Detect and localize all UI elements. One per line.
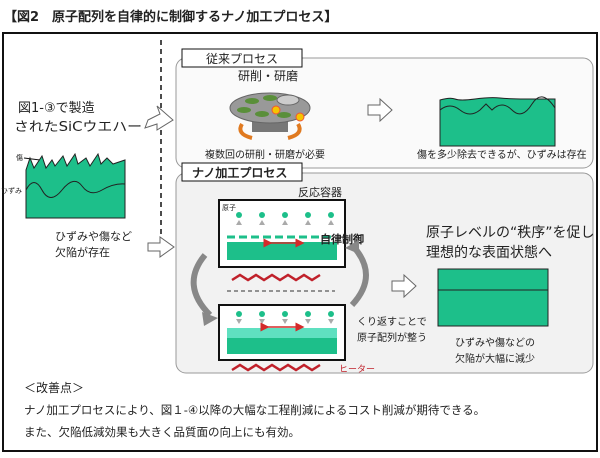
conventional-label-box [181, 48, 303, 68]
substrate-top [227, 242, 337, 260]
improvement-line-2: また、欠陥低減効果も大きく品質面の向上にも有効。 [24, 425, 300, 439]
nano-result-caption-1: ひずみや傷などの [455, 336, 535, 349]
atom-label: 原子 [222, 204, 236, 212]
scratch-pointer [23, 157, 41, 161]
ideal-wafer [437, 268, 549, 327]
improvement-line-1: ナノ加工プロセスにより、図１-④以降の大幅な工程削減によるコスト削減が期待できる… [24, 403, 485, 417]
repeat-caption-2: 原子配列が整う [357, 331, 427, 344]
outer-frame [2, 32, 598, 452]
vessel-label: 反応容器 [298, 185, 342, 199]
strain-line [25, 180, 126, 198]
heater-bottom [231, 363, 321, 372]
conventional-label: 従来プロセス [206, 52, 278, 66]
figure-title: 【図2 原子配列を自律的に制御するナノ加工プロセス】 [4, 9, 337, 25]
repeat-caption-1: くり返すことで [357, 316, 427, 328]
substrate-bottom [227, 338, 337, 354]
label-strain: ひずみ [1, 186, 22, 195]
grinding-machine-icon [229, 92, 311, 140]
control-label: 自律制御 [320, 232, 364, 246]
arrow-icon [144, 105, 174, 131]
arrow-icon [391, 273, 417, 299]
damaged-wafer [25, 152, 126, 219]
arrow-icon [147, 236, 175, 258]
improvements-heading: ＜改善点＞ [24, 380, 84, 395]
ordered-layer [227, 328, 337, 338]
label-scratch: 傷 [16, 153, 23, 162]
atoms-rising [236, 212, 334, 225]
residual-strain-line [439, 96, 556, 115]
wafer-caption-1: 図1-③で製造 [18, 101, 95, 116]
nano-result-caption-2: 欠陥が大幅に減少 [455, 352, 535, 365]
goal-text-2: 理想的な表面状態へ [426, 245, 552, 261]
defect-caption-1: ひずみや傷など [55, 229, 132, 243]
process-caption: 複数回の研削・研磨が必要 [205, 148, 325, 161]
atoms-descending [236, 311, 334, 324]
cycle-arrowhead [202, 312, 218, 326]
heater-top [231, 273, 321, 282]
wafer-caption-2: されたSiCウエハー [14, 120, 142, 135]
conventional-result-caption: 傷を多少除去できるが、ひずみは存在 [417, 148, 587, 161]
cycle-arrowhead [345, 240, 359, 254]
arrow-icon [367, 97, 393, 123]
process-title: 研削・研磨 [238, 69, 298, 83]
polished-wafer [439, 97, 556, 147]
goal-text-1: 原子レベルの“秩序”を促し [426, 225, 595, 241]
cycle-arrow-left [190, 253, 213, 318]
heater-label: ヒーター [339, 364, 375, 375]
defect-caption-2: 欠陥が存在 [55, 245, 110, 259]
nano-label-box [181, 162, 303, 182]
nano-label: ナノ加工プロセス [192, 165, 287, 180]
